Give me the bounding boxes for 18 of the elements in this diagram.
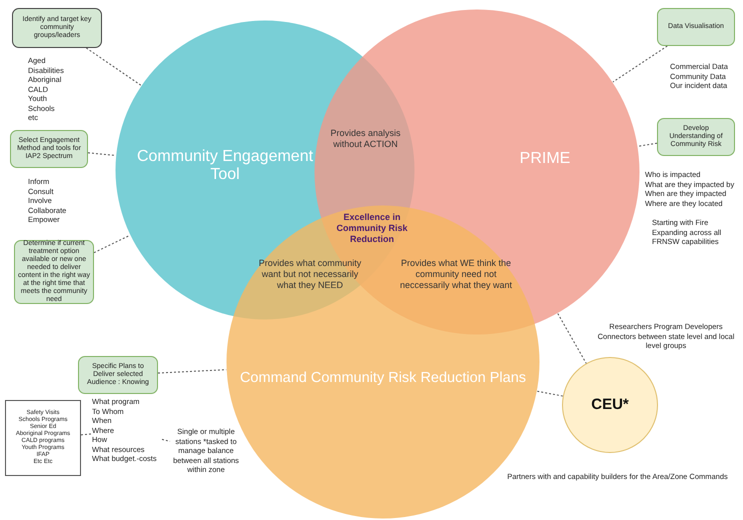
leader-line — [557, 313, 587, 364]
leader-line — [612, 46, 668, 83]
circle-title: CEU* — [590, 396, 630, 414]
leader-line — [637, 142, 658, 147]
leader-line — [80, 433, 92, 436]
circle-title: Command Community Risk Reduction Plans — [238, 370, 528, 387]
overlap-text: Provides what WE think the community need not neccessarily what they want — [398, 258, 514, 291]
list-box — [5, 400, 81, 476]
leader-line — [536, 390, 564, 397]
circle-title: PRIME — [518, 150, 572, 168]
leader-line — [94, 234, 130, 254]
leader-line — [158, 369, 227, 374]
leader-line — [162, 438, 170, 442]
circle-title: Community Engagement Tool — [136, 148, 314, 185]
leader-line — [86, 48, 142, 86]
overlap-text: Excellence in Community Risk Reduction — [335, 212, 408, 245]
overlap-text: Provides analysis without ACTION — [329, 128, 402, 150]
leader-line — [88, 152, 116, 156]
